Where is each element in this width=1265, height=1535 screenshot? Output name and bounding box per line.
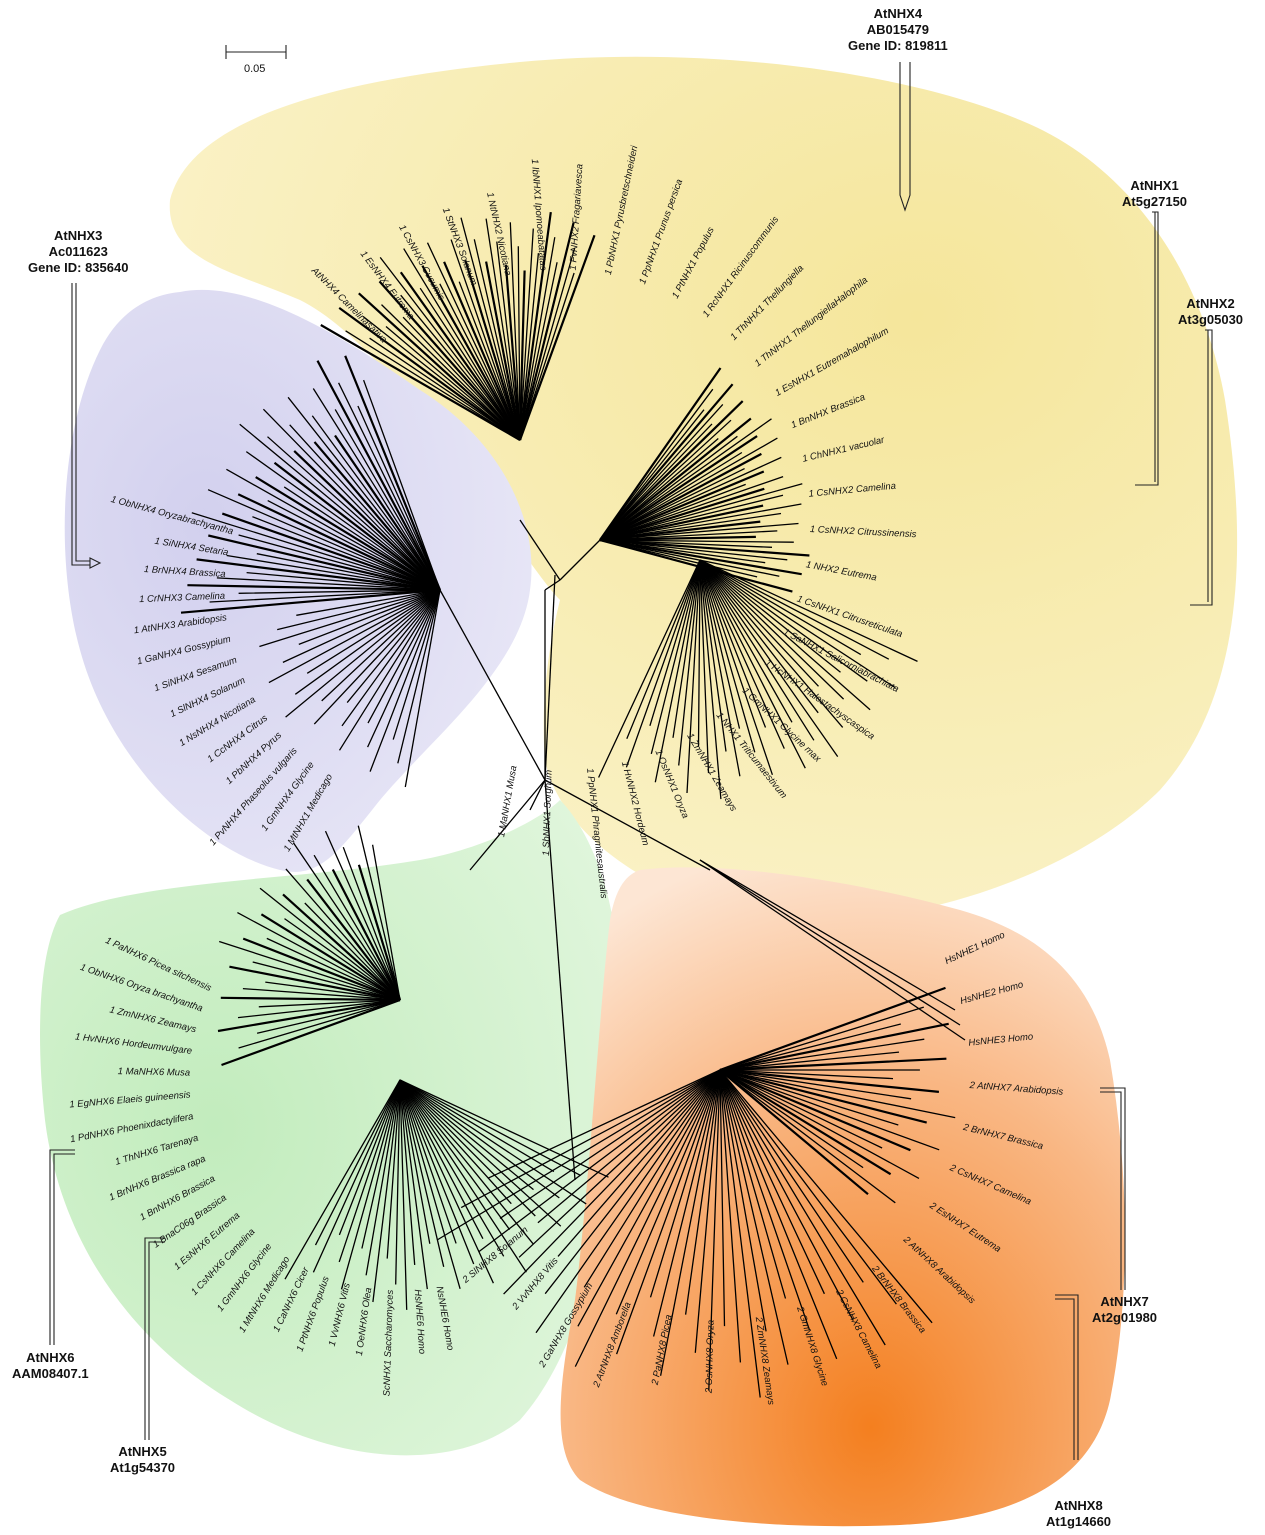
callout-atnhx8-accession: At1g14660 <box>1046 1514 1112 1529</box>
callout-atnhx1-name: AtNHX1 <box>1130 178 1179 193</box>
callout-atnhx3: AtNHX3 Ac011623 Gene ID: 835640 <box>28 228 128 276</box>
callout-lines <box>49 62 1213 1460</box>
callout-atnhx6-name: AtNHX6 <box>26 1350 75 1365</box>
leaf-label: HsNHE6 Homo <box>412 1289 428 1355</box>
leaf-label: 1 CsNHX2 Citrussinensis <box>810 524 917 540</box>
callout-atnhx6-accession: AAM08407.1 <box>12 1366 89 1381</box>
leaf-label: 1 CrNHX3 Camelina <box>139 591 225 605</box>
callout-atnhx6: AtNHX6 AAM08407.1 <box>12 1350 89 1382</box>
tree-branch <box>699 859 961 1026</box>
callout-atnhx8-name: AtNHX8 <box>1054 1498 1103 1513</box>
tree-branch <box>518 234 596 441</box>
callout-atnhx7: AtNHX7 At2g01980 <box>1092 1294 1157 1326</box>
tree-branch <box>296 589 441 616</box>
leaf-label: 1 SbNHX1 Sorghum <box>541 770 555 856</box>
callout-atnhx7-accession: At2g01980 <box>1092 1310 1158 1325</box>
callout-atnhx8: AtNHX8 At1g14660 <box>1046 1498 1111 1530</box>
purple-clade-branches <box>180 355 442 788</box>
tree-branch <box>699 859 966 1041</box>
yellow-clade-branches-upper <box>320 211 596 441</box>
yellow-clade-branches-right <box>599 367 810 593</box>
callout-atnhx2: AtNHX2 At3g05030 <box>1178 296 1243 328</box>
green-clade-branches <box>217 825 609 1310</box>
tree-branch <box>598 559 701 778</box>
clade-purple-background <box>64 289 532 872</box>
callout-atnhx5-accession: At1g54370 <box>110 1460 176 1475</box>
callout-atnhx3-gene: Gene ID: 835640 <box>28 260 129 275</box>
clade-green-background <box>40 800 620 1456</box>
callout-atnhx1: AtNHX1 At5g27150 <box>1122 178 1187 210</box>
callout-atnhx4: AtNHX4 AB015479 Gene ID: 819811 <box>848 6 948 54</box>
callout-atnhx3-accession: Ac011623 <box>48 244 108 259</box>
callout-atnhx7-name: AtNHX7 <box>1100 1294 1149 1309</box>
orange-clade-branches <box>436 859 966 1398</box>
callout-atnhx5-name: AtNHX5 <box>118 1444 167 1459</box>
scale-bar <box>225 45 287 59</box>
leaf-label: 1 MaNHX1 Musa <box>496 765 519 838</box>
yellow-clade-branches-lower <box>598 559 918 800</box>
callout-atnhx2-name: AtNHX2 <box>1186 296 1235 311</box>
tree-branch <box>699 859 956 1011</box>
tree-branch <box>719 1069 869 1196</box>
tree-branch <box>371 844 401 1001</box>
tree-branch <box>487 1069 721 1179</box>
leaf-label: 1 BrNHX4 Brassica <box>144 564 226 580</box>
callout-atnhx4-gene: Gene ID: 819811 <box>848 38 948 53</box>
tree-backbone <box>439 519 711 1181</box>
callout-atnhx1-accession: At5g27150 <box>1122 194 1188 209</box>
scale-bar-label: 0.05 <box>244 63 266 75</box>
callout-atnhx2-accession: At3g05030 <box>1178 312 1244 327</box>
callout-atnhx5: AtNHX5 At1g54370 <box>110 1444 175 1476</box>
tree-branch <box>284 1079 401 1280</box>
clade-orange-background <box>560 867 1125 1527</box>
leaf-label: 1 MaNHX6 Musa <box>118 1066 191 1079</box>
callout-atnhx4-accession: AB015479 <box>866 22 929 37</box>
leaf-label: 2 OsNHX8 Oryza <box>704 1320 717 1395</box>
callout-atnhx4-name: AtNHX4 <box>873 6 923 21</box>
leaf-label: ScNHX1 Saccharomyces <box>381 1289 396 1396</box>
tree-branch <box>362 379 441 591</box>
callout-atnhx3-name: AtNHX3 <box>54 228 103 243</box>
